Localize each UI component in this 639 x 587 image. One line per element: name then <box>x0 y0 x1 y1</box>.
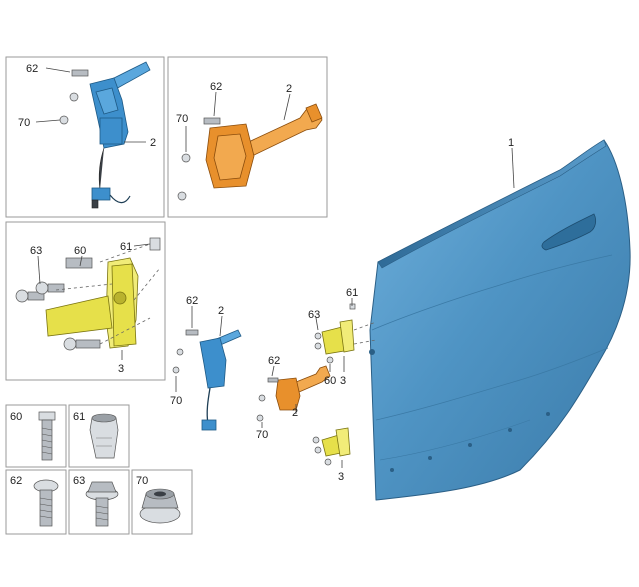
blue-check-strap-installed <box>172 329 242 431</box>
callout-check-strap-a: 2 <box>150 137 156 149</box>
callout-plug-61-a: 61 <box>120 241 132 253</box>
leader-63-b <box>315 317 319 331</box>
callout-bolt-63-a: 63 <box>30 245 42 257</box>
callout-nut-70-b: 70 <box>176 113 188 125</box>
callout-nut-70-d: 70 <box>256 429 268 441</box>
callout-check-strap-c: 2 <box>218 305 224 317</box>
orange-check-strap-detail <box>177 103 323 201</box>
callout-bolt-62-c: 62 <box>186 295 198 307</box>
legend-label-63: 63 <box>73 475 85 487</box>
detail-box-blue-check-strap <box>5 56 165 218</box>
leader-62-b <box>213 91 217 117</box>
callout-door: 1 <box>508 137 514 149</box>
callout-check-strap-d: 2 <box>292 407 298 419</box>
leader-62-a <box>45 67 71 73</box>
callout-bolt-62-b: 62 <box>210 81 222 93</box>
callout-bolt-60-a: 60 <box>74 245 86 257</box>
leader-60-a <box>79 255 83 267</box>
legend-box-60 <box>5 404 67 468</box>
legend-label-61: 61 <box>73 411 85 423</box>
leader-door <box>511 147 515 189</box>
rear-door-panel <box>369 139 631 501</box>
leader-70-a <box>35 119 61 123</box>
bolt-60-icon <box>38 411 56 461</box>
leader-62-d <box>271 365 275 377</box>
leader-61-a <box>133 243 151 247</box>
bolt-63-icon <box>85 481 119 527</box>
lower-hinge-installed <box>312 427 351 466</box>
callout-bolt-60-b: 60 <box>324 375 336 387</box>
upper-hinge-installed <box>314 303 377 364</box>
hardware-legend: 60 61 62 63 70 <box>5 404 193 535</box>
leader-63-a <box>37 255 41 285</box>
legend-label-70: 70 <box>136 475 148 487</box>
callout-plug-61-b: 61 <box>346 287 358 299</box>
legend-box-62 <box>5 469 67 535</box>
callout-nut-70-c: 70 <box>170 395 182 407</box>
callout-bolt-62-d: 62 <box>268 355 280 367</box>
legend-label-60: 60 <box>10 411 22 423</box>
nut-70-icon <box>139 488 181 524</box>
orange-check-strap-installed <box>256 365 331 422</box>
callout-bolt-62-a: 62 <box>26 63 38 75</box>
bolt-62-icon <box>33 479 59 527</box>
callout-hinge-b: 3 <box>340 375 346 387</box>
leader-2-c <box>219 315 223 337</box>
callout-nut-70-a: 70 <box>18 117 30 129</box>
blue-check-strap-detail <box>59 61 151 209</box>
legend-label-62: 62 <box>10 475 22 487</box>
plug-61-icon <box>89 413 119 459</box>
callout-bolt-63-b: 63 <box>308 309 320 321</box>
callout-hinge-a: 3 <box>118 363 124 375</box>
callout-hinge-c: 3 <box>338 471 344 483</box>
hinge-detail <box>15 237 161 351</box>
callout-check-strap-b: 2 <box>286 83 292 95</box>
leader-2-b <box>283 93 291 121</box>
